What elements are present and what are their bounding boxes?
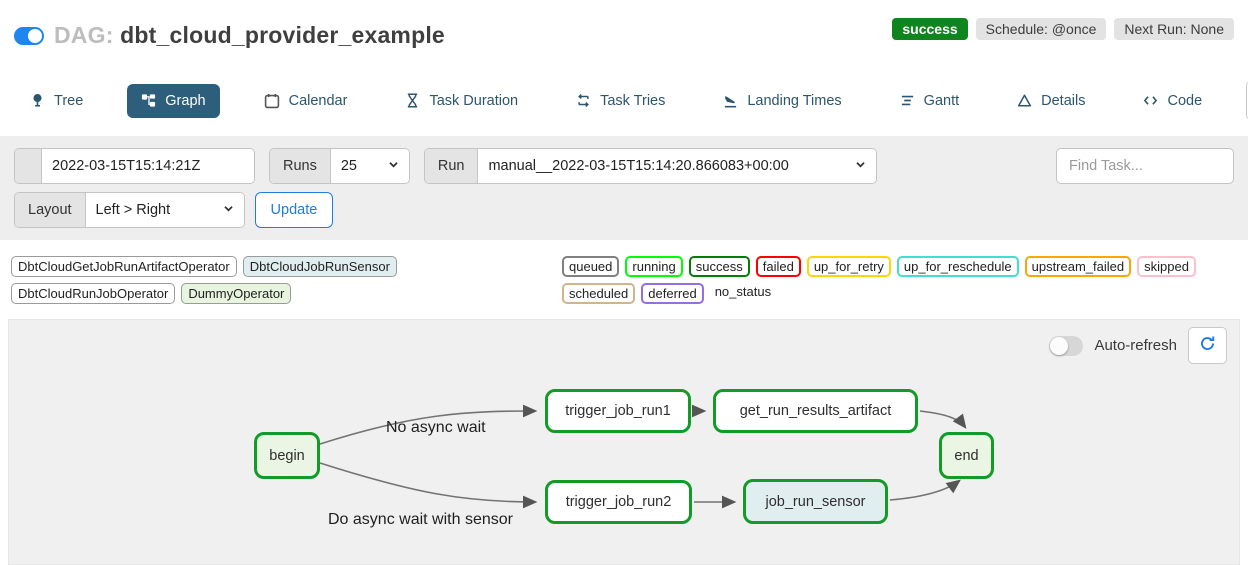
calendar-icon [264,93,280,109]
page-title: DAG: dbt_cloud_provider_example [54,22,445,49]
find-task-input[interactable] [1056,148,1234,184]
triangle-icon [1017,93,1032,108]
tab-task-duration[interactable]: Task Duration [391,84,532,118]
layout-group: Layout Left > Right [14,192,245,228]
tab-label: Code [1167,92,1203,109]
tab-code[interactable]: Code [1129,84,1216,118]
auto-refresh-toggle[interactable] [1049,335,1084,356]
code-icon [1143,93,1158,108]
tab-label: Calendar [288,92,348,109]
operator-pill: DummyOperator [181,283,292,304]
view-tab-bar: Tree Graph Calendar Task Duration Task Tries… [0,81,1248,120]
status-pill-failed[interactable]: failed [755,256,801,277]
tab-task-tries[interactable]: Task Tries [562,84,679,118]
header-badge-next-run-none: Next Run: None [1114,18,1234,40]
task-node-job_run_sensor[interactable]: job_run_sensor [743,479,888,524]
filter-bar: Runs 25 Run manual__2022-03-15T15:14:20.… [0,136,1248,240]
graph-icon [141,93,156,108]
dag-name: dbt_cloud_provider_example [120,22,445,48]
operator-pill: DbtCloudGetJobRunArtifactOperator [11,256,237,277]
tab-label: Gantt [923,92,960,109]
tab-label: Landing Times [747,92,842,109]
tab-details[interactable]: Details [1003,84,1099,118]
execution-date-group [14,148,255,184]
run-label: Run [424,149,479,183]
status-pill-scheduled[interactable]: scheduled [562,283,636,304]
execution-date-input[interactable] [42,149,254,183]
tab-label: Task Tries [600,92,666,109]
update-button[interactable]: Update [254,192,334,228]
tab-tree[interactable]: Tree [16,84,97,118]
tab-label: Tree [54,92,84,109]
task-node-trigger_job_run2[interactable]: trigger_job_run2 [545,480,692,524]
status-pill-up_for_reschedule[interactable]: up_for_reschedule [896,256,1019,277]
hourglass-icon [405,93,420,108]
status-pill-deferred[interactable]: deferred [641,283,704,304]
tab-landing-times[interactable]: Landing Times [709,84,855,118]
toggle-knob [28,28,42,43]
repeat-icon [576,93,591,108]
status-pill-running[interactable]: running [625,256,683,277]
task-node-get_run_results_artifact[interactable]: get_run_results_artifact [713,389,918,433]
edge-label: No async wait [386,419,486,436]
refresh-button[interactable] [1188,327,1227,364]
header-badge-schedule-once: Schedule: @once [975,18,1107,40]
dag-pause-toggle[interactable] [14,26,44,45]
status-pill-upstream_failed[interactable]: upstream_failed [1024,256,1132,277]
landing-icon [723,93,738,108]
status-pill-up_for_retry[interactable]: up_for_retry [806,256,891,277]
tree-icon [30,93,45,108]
runs-label: Runs [270,149,331,183]
layout-label: Layout [15,193,86,227]
edge-label: Do async wait with sensor [328,511,513,528]
header-badge-success: success [892,18,968,40]
dag-header: DAG: dbt_cloud_provider_example success S… [0,0,1248,49]
task-node-trigger_job_run1[interactable]: trigger_job_run1 [545,389,691,433]
status-pill-success[interactable]: success [688,256,750,277]
run-select[interactable]: manual__2022-03-15T15:14:20.866083+00:00 [478,149,877,183]
graph-canvas[interactable]: Auto-refresh begin trigger_job_run1 get_ru… [8,319,1240,565]
tab-graph[interactable]: Graph [127,83,220,118]
dag-prefix-label: DAG: [54,22,114,48]
runs-select[interactable]: 25 [330,149,409,183]
chevron-down-icon [388,158,399,174]
status-pill-queued[interactable]: queued [562,256,620,277]
tab-label: Details [1041,92,1086,109]
chevron-down-icon [223,202,234,218]
tab-calendar[interactable]: Calendar [250,84,362,118]
chevron-down-icon [855,158,866,174]
task-node-begin[interactable]: begin [254,432,320,479]
header-badges: success Schedule: @once Next Run: None [892,18,1234,40]
operator-pill: DbtCloudRunJobOperator [11,283,176,304]
refresh-icon [1199,335,1216,357]
status-pill-skipped[interactable]: skipped [1137,256,1196,277]
tab-gantt[interactable]: Gantt [886,84,973,118]
task-node-end[interactable]: end [939,432,994,479]
layout-select[interactable]: Left > Right [85,193,244,227]
run-group: Run manual__2022-03-15T15:14:20.866083+0… [423,148,878,184]
gantt-icon [900,93,915,108]
auto-refresh-label: Auto-refresh [1094,337,1177,354]
operator-pill: DbtCloudJobRunSensor [242,256,397,277]
auto-refresh-row: Auto-refresh [1049,327,1227,364]
status-pill-no_status[interactable]: no_status [714,284,772,299]
dag-edges [319,404,967,509]
tab-label: Graph [165,92,206,109]
tab-label: Task Duration [429,92,519,109]
runs-group: Runs 25 [269,148,410,184]
calendar-icon [15,149,42,183]
